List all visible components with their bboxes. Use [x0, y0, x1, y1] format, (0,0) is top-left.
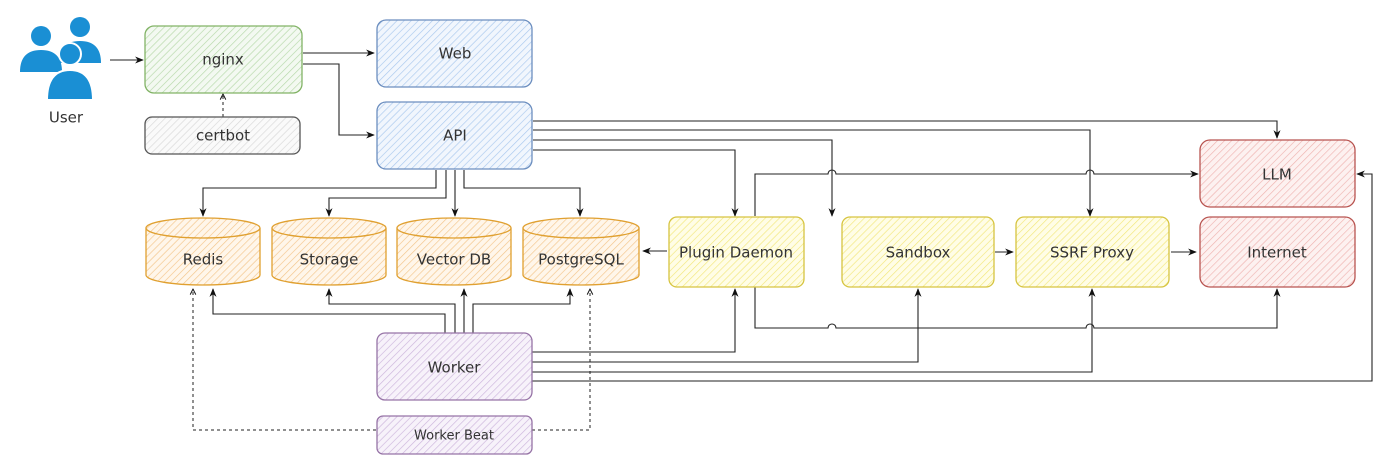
api-label: API	[443, 127, 467, 145]
ssrf-proxy-node[interactable]: SSRF Proxy	[1015, 216, 1170, 288]
internet-label: Internet	[1247, 244, 1307, 262]
worker-label: Worker	[428, 359, 482, 377]
edge-worker-redis	[209, 288, 446, 333]
edge-worker-sandbox	[532, 288, 922, 363]
vectordb-node[interactable]: Vector DB	[396, 217, 512, 286]
edge-api-plugin-daemon	[533, 149, 739, 217]
edge-worker-plugin-daemon	[532, 288, 739, 353]
storage-node[interactable]: Storage	[271, 217, 387, 286]
certbot-node[interactable]: certbot	[144, 116, 301, 155]
plugin-daemon-node[interactable]: Plugin Daemon	[668, 216, 805, 288]
edge-worker-storage	[325, 288, 456, 333]
nginx-node[interactable]: nginx	[144, 25, 303, 94]
web-node[interactable]: Web	[376, 19, 533, 88]
internet-node[interactable]: Internet	[1199, 216, 1356, 288]
edge-nginx-api	[303, 63, 375, 139]
edge-api-postgresql	[463, 170, 584, 217]
certbot-label: certbot	[196, 127, 250, 145]
edge-api-ssrf-proxy	[533, 129, 1094, 217]
user-label: User	[49, 109, 84, 127]
worker-beat-label: Worker Beat	[414, 429, 494, 444]
vectordb-label: Vector DB	[417, 251, 491, 269]
plugin-daemon-label: Plugin Daemon	[679, 244, 793, 262]
sandbox-label: Sandbox	[886, 244, 951, 262]
sandbox-node[interactable]: Sandbox	[841, 216, 995, 288]
edge-worker-beat-postgresql	[532, 289, 590, 431]
edge-worker-beat-redis	[193, 289, 376, 431]
postgresql-node[interactable]: PostgreSQL	[522, 217, 640, 286]
edge-api-storage	[325, 170, 447, 217]
user-node[interactable]: User	[20, 17, 101, 127]
edge-plugin-daemon-internet	[754, 287, 1281, 329]
edges	[110, 49, 1373, 431]
edge-api-redis	[199, 170, 437, 217]
edge-api-llm	[533, 120, 1281, 139]
edge-plugin-daemon-llm	[754, 169, 1199, 216]
worker-beat-node[interactable]: Worker Beat	[376, 415, 533, 455]
web-label: Web	[439, 45, 472, 63]
ssrf-proxy-label: SSRF Proxy	[1050, 244, 1134, 262]
api-node[interactable]: API	[376, 101, 533, 170]
llm-label: LLM	[1262, 166, 1292, 184]
nginx-label: nginx	[202, 51, 244, 69]
edge-worker-postgresql	[472, 288, 574, 333]
redis-node[interactable]: Redis	[145, 217, 261, 286]
edge-worker-ssrf-proxy	[532, 288, 1096, 373]
llm-node[interactable]: LLM	[1199, 139, 1356, 208]
storage-label: Storage	[300, 251, 359, 269]
worker-node[interactable]: Worker	[376, 332, 533, 401]
users-icon	[20, 17, 101, 101]
edge-worker-llm	[532, 170, 1373, 382]
postgresql-label: PostgreSQL	[538, 251, 624, 269]
edge-api-sandbox	[533, 139, 836, 217]
redis-label: Redis	[183, 251, 224, 269]
